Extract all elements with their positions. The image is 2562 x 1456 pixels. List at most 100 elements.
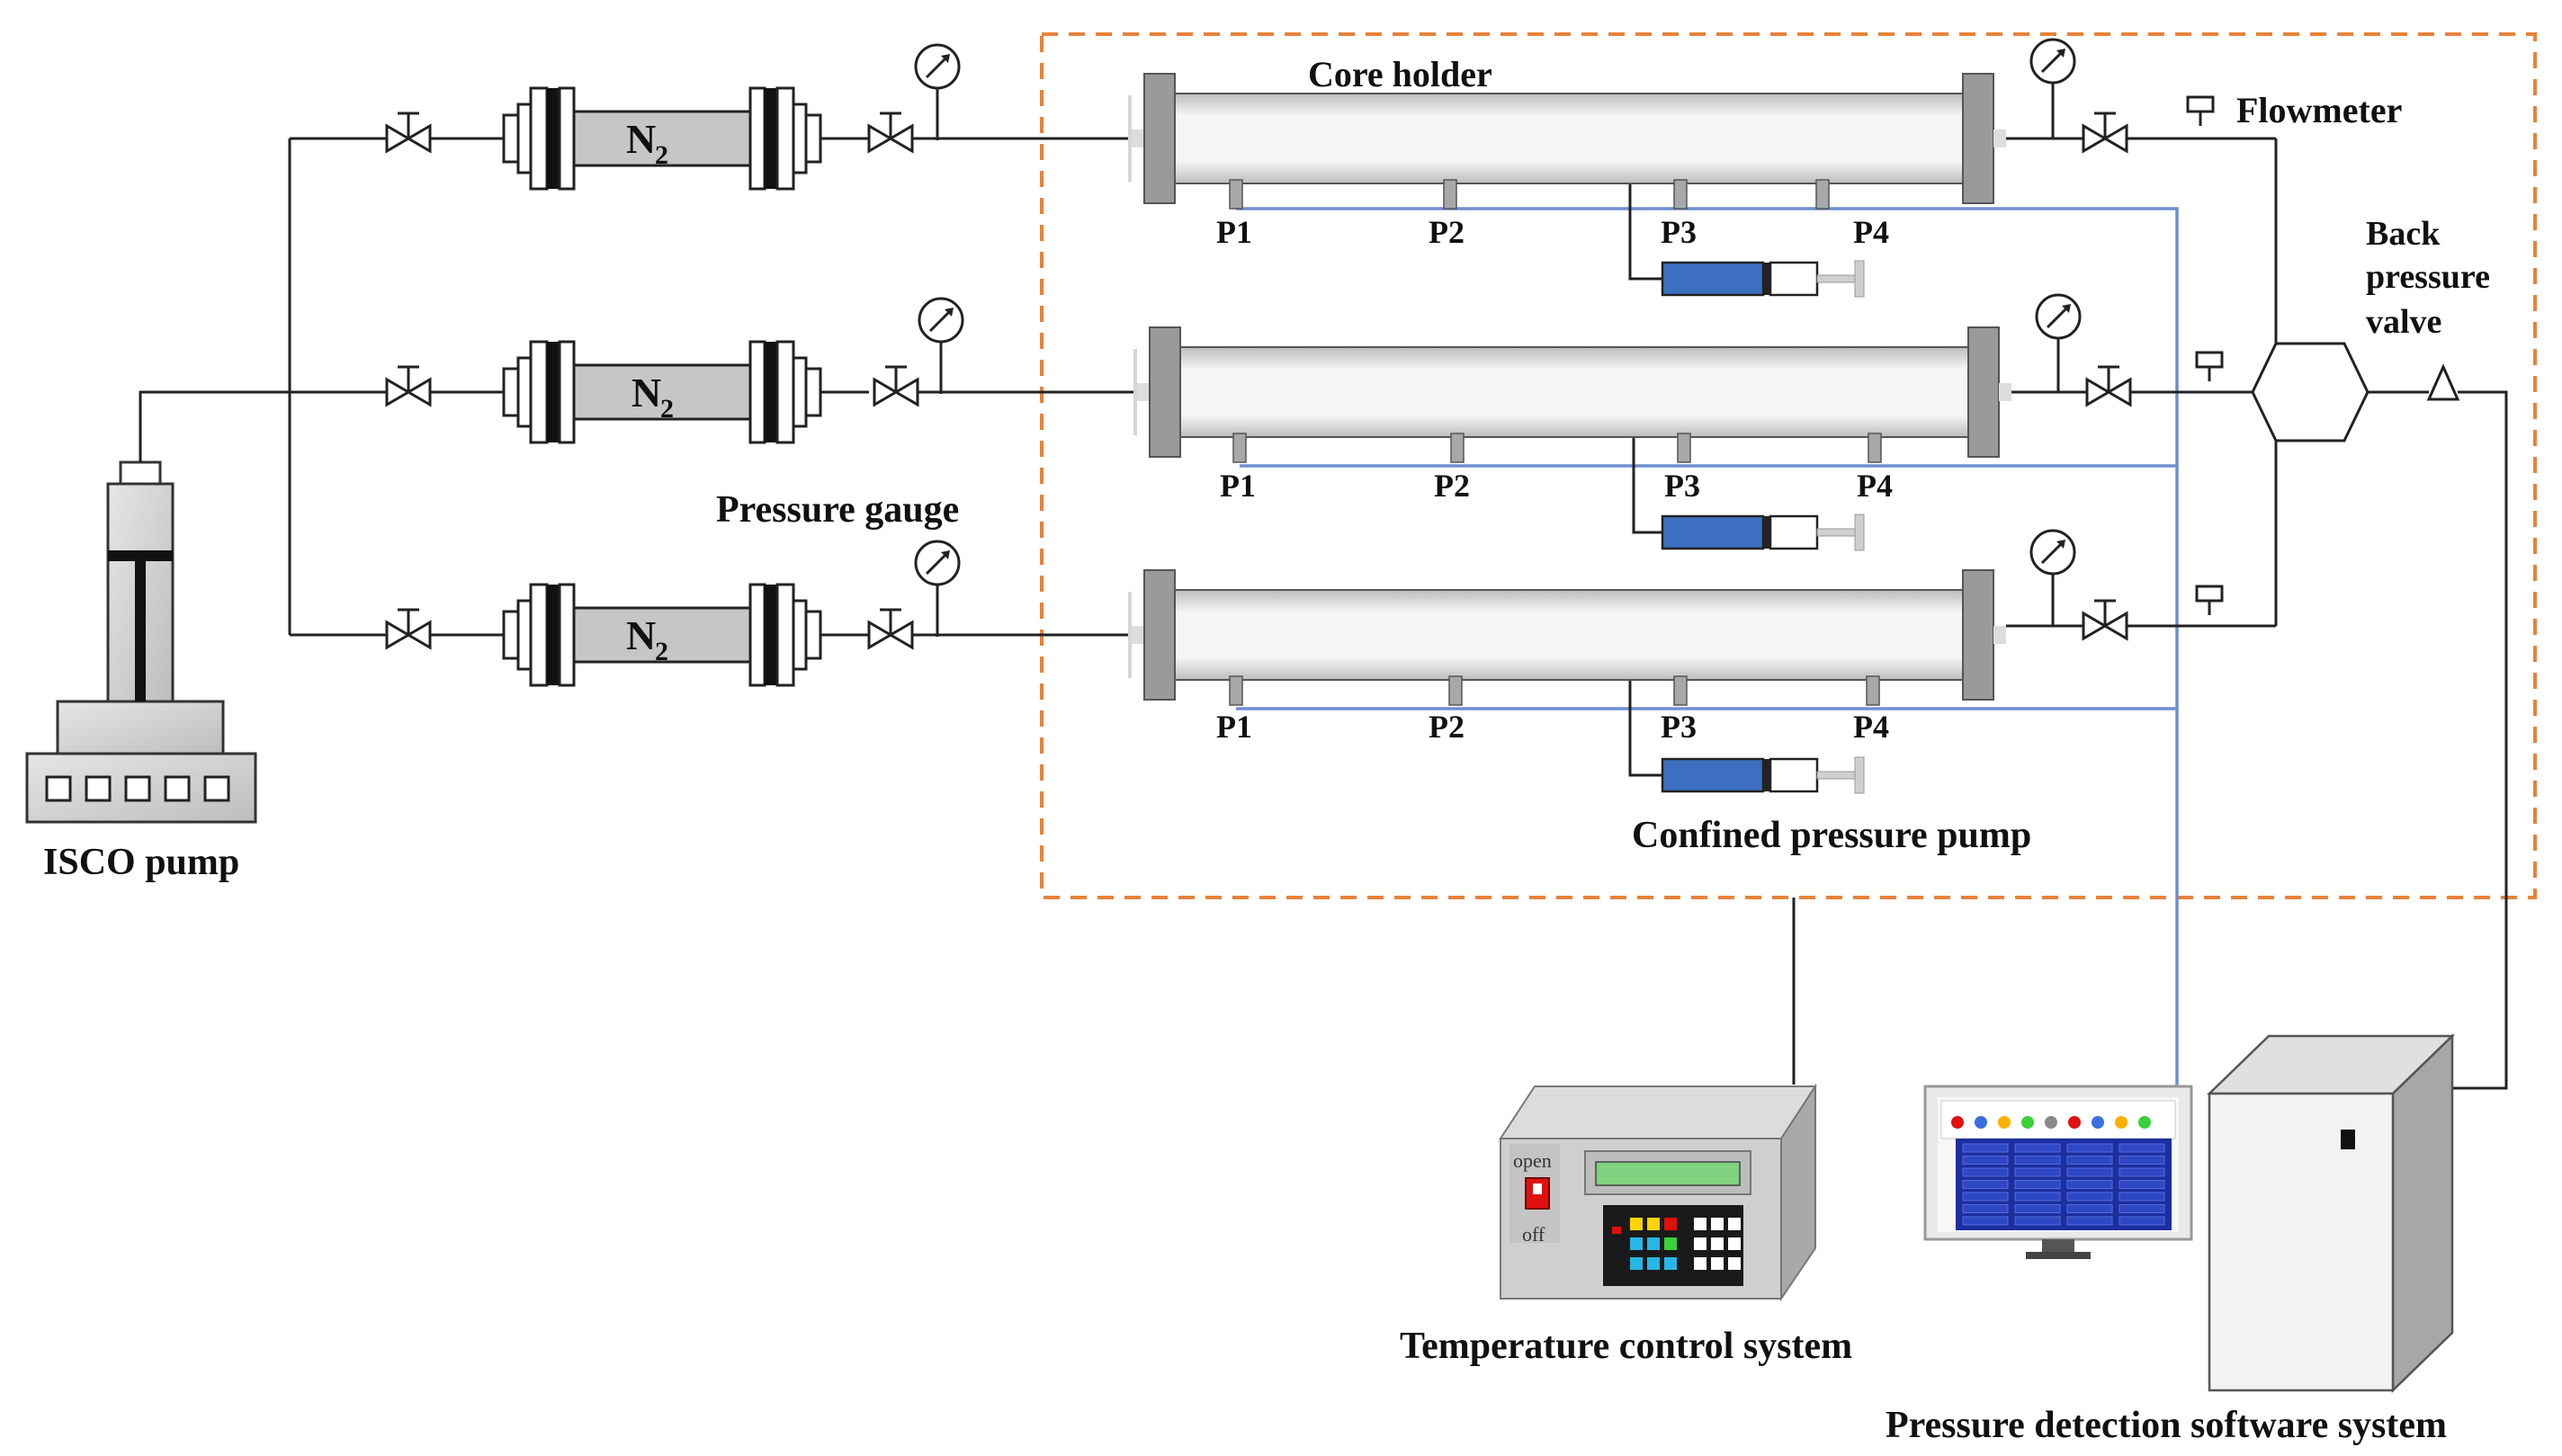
- svg-text:P1: P1: [1220, 468, 1256, 504]
- toolbar-icon[interactable]: [2045, 1116, 2057, 1129]
- keypad-key[interactable]: [1711, 1257, 1724, 1270]
- back-pressure-valve-label-2: pressure: [2366, 258, 2490, 296]
- pressure-monitor: [1923, 1085, 2193, 1259]
- cylinder-valve-3[interactable]: [867, 608, 914, 649]
- table-cell: [2014, 1156, 2061, 1165]
- back-pressure-valve-label-1: Back: [2366, 215, 2441, 253]
- keypad-key[interactable]: [1694, 1257, 1707, 1270]
- port-labels-1: P1 P2 P3 P4: [1216, 214, 1889, 250]
- outlet-valve-2[interactable]: [2085, 365, 2132, 406]
- inlet-gauge-stubs: [936, 88, 943, 635]
- svg-text:P4: P4: [1857, 468, 1893, 504]
- table-cell: [2014, 1192, 2061, 1201]
- flowmeter-2: [2195, 351, 2224, 383]
- confined-pressure-pump-label: Confined pressure pump: [1632, 815, 2031, 856]
- table-cell: [2066, 1192, 2113, 1201]
- keypad-key[interactable]: [1647, 1218, 1660, 1230]
- keypad-key[interactable]: [1630, 1237, 1643, 1250]
- collector-hexagon: [2251, 342, 2369, 442]
- back-pressure-valve-label-3: valve: [2366, 303, 2441, 341]
- table-cell: [1962, 1156, 2009, 1165]
- temperature-control-system-label: Temperature control system: [1400, 1326, 1852, 1367]
- table-cell: [1962, 1180, 2009, 1189]
- n2-cylinder-2: N 2: [502, 340, 822, 444]
- table-cell: [2066, 1204, 2113, 1213]
- outlet-valve-1[interactable]: [2082, 112, 2128, 153]
- svg-text:P2: P2: [1429, 709, 1465, 745]
- keypad-key[interactable]: [1728, 1237, 1741, 1250]
- keypad-key[interactable]: [1664, 1237, 1677, 1250]
- temperature-enclosure: [1040, 32, 2537, 899]
- table-cell: [2066, 1216, 2113, 1226]
- inlet-valve-2[interactable]: [385, 365, 432, 406]
- pressure-gauge-label: Pressure gauge: [716, 489, 959, 531]
- flowmeter-label: Flowmeter: [2236, 90, 2402, 130]
- table-cell: [2119, 1216, 2165, 1226]
- svg-text:P2: P2: [1429, 214, 1465, 250]
- isco-pump: [25, 460, 257, 824]
- svg-text:N: N: [632, 370, 661, 415]
- keypad-key[interactable]: [1647, 1257, 1660, 1270]
- toolbar-icon[interactable]: [2092, 1116, 2104, 1129]
- table-cell: [2066, 1180, 2113, 1189]
- table-cell: [1962, 1204, 2009, 1213]
- table-cell: [2119, 1156, 2165, 1165]
- cylinder-valve-2[interactable]: [873, 365, 919, 406]
- table-cell: [1962, 1167, 2009, 1177]
- outlet-gauge-stubs: [2051, 83, 2060, 626]
- keypad-key[interactable]: [1728, 1257, 1741, 1270]
- core-holder-label: Core holder: [1308, 54, 1492, 94]
- svg-text:2: 2: [655, 140, 668, 170]
- n2-cylinder-1: N 2: [502, 86, 822, 191]
- keypad-key[interactable]: [1647, 1237, 1660, 1250]
- table-cell: [1962, 1192, 2009, 1201]
- core-holder-1: [1127, 73, 2007, 210]
- port-labels-2: P1 P2 P3 P4: [1220, 468, 1893, 504]
- toolbar-icon[interactable]: [1951, 1116, 1964, 1129]
- temperature-display: [1595, 1161, 1741, 1186]
- keypad-key[interactable]: [1711, 1237, 1724, 1250]
- keypad-key[interactable]: [1694, 1237, 1707, 1250]
- pressure-detection-software-system-label: Pressure detection software system: [1886, 1405, 2447, 1446]
- n2-cylinder-3: N 2: [502, 583, 822, 687]
- svg-text:N: N: [626, 116, 656, 162]
- confined-pressure-pump-3: [1661, 755, 1866, 795]
- keypad-key[interactable]: [1711, 1218, 1724, 1230]
- switch-off-label: off: [1522, 1223, 1545, 1246]
- inlet-valve-1[interactable]: [385, 112, 432, 153]
- toolbar-icon[interactable]: [1998, 1116, 2011, 1129]
- confined-pressure-pump-2: [1661, 513, 1866, 552]
- supply-manifold: [139, 137, 1137, 637]
- table-cell: [2014, 1216, 2061, 1226]
- keypad-key[interactable]: [1630, 1218, 1643, 1230]
- svg-text:P3: P3: [1661, 709, 1697, 745]
- toolbar-icon[interactable]: [1975, 1116, 1987, 1129]
- keypad-key[interactable]: [1664, 1218, 1677, 1230]
- table-cell: [2119, 1167, 2165, 1177]
- svg-text:P3: P3: [1664, 468, 1700, 504]
- toolbar-icon[interactable]: [2068, 1116, 2081, 1129]
- keypad-key[interactable]: [1664, 1257, 1677, 1270]
- cylinder-valve-1[interactable]: [867, 112, 914, 153]
- table-cell: [1962, 1216, 2009, 1226]
- back-pressure-valve[interactable]: [2426, 363, 2460, 401]
- keypad-key[interactable]: [1694, 1218, 1707, 1230]
- outlet-valve-3[interactable]: [2082, 599, 2128, 640]
- keypad-key[interactable]: [1630, 1257, 1643, 1270]
- isco-pump-label: ISCO pump: [43, 842, 239, 883]
- core-holder-3: [1127, 569, 2007, 706]
- keypad-key[interactable]: [1728, 1218, 1741, 1230]
- table-cell: [2119, 1204, 2165, 1213]
- outlet-piping: [2006, 137, 2508, 1090]
- software-system-cabinet: [2206, 1033, 2456, 1393]
- confining-lines: [1628, 178, 1662, 777]
- svg-text:N: N: [626, 612, 656, 658]
- toolbar-icon[interactable]: [2021, 1116, 2034, 1129]
- table-cell: [2066, 1167, 2113, 1177]
- table-cell: [2014, 1143, 2061, 1153]
- inlet-valve-3[interactable]: [385, 608, 432, 649]
- toolbar-icon[interactable]: [2115, 1116, 2128, 1129]
- toolbar-icon[interactable]: [2138, 1116, 2151, 1129]
- svg-text:P1: P1: [1216, 214, 1252, 250]
- svg-text:P2: P2: [1434, 468, 1470, 504]
